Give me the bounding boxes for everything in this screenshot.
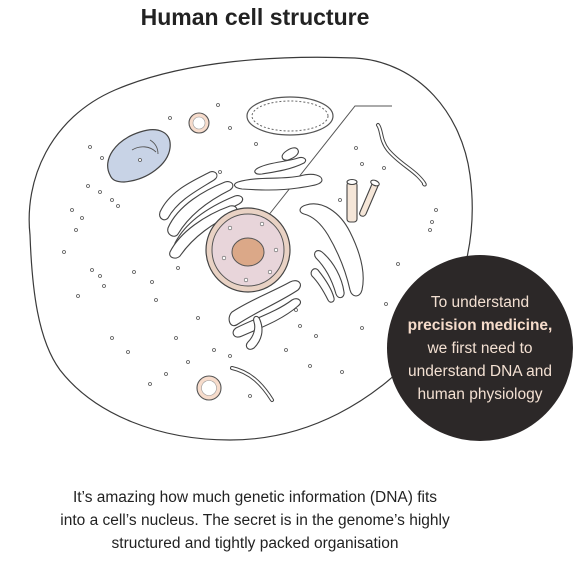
mitochondrion-left (107, 129, 171, 183)
callout-bubble: To understand precision medicine, we fir… (387, 255, 573, 441)
endoplasmic-reticulum-bottom (228, 280, 301, 350)
dashed-organelle (246, 96, 334, 136)
pointer-line (244, 105, 392, 246)
caption-line: structured and tightly packed organisati… (111, 535, 399, 552)
callout-line: we first need to (427, 339, 533, 357)
callout-line: human physiology (417, 385, 543, 403)
centrioles (346, 178, 380, 223)
nucleus (205, 207, 291, 293)
endoplasmic-reticulum-right (299, 203, 364, 303)
nucleolus (231, 237, 265, 267)
callout-highlight: precision medicine, (407, 316, 553, 334)
callout-line: understand DNA and (408, 362, 552, 380)
page-title: Human cell structure (140, 4, 370, 30)
caption-line: into a cell’s nucleus. The secret is in … (60, 512, 450, 529)
endoplasmic-reticulum-top (233, 147, 323, 191)
callout-line: To understand (430, 293, 530, 311)
caption: It’s amazing how much genetic informatio… (20, 486, 490, 555)
cell-diagram (28, 56, 473, 441)
caption-line: It’s amazing how much genetic informatio… (72, 489, 438, 506)
ribosomes (62, 103, 438, 398)
